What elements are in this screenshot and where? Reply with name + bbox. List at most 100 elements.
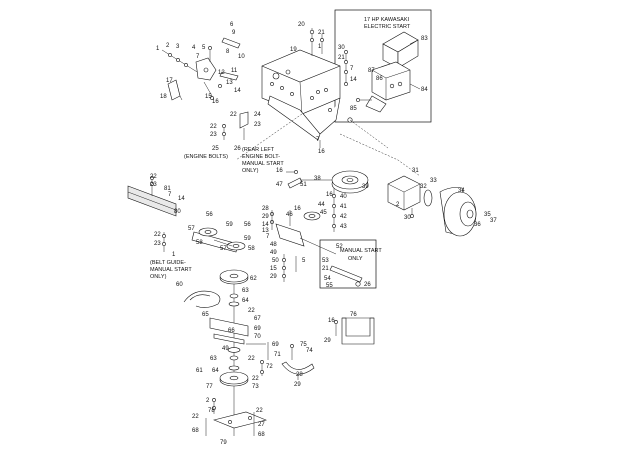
part-16-label-frame: 16 (318, 149, 325, 155)
part-79-label: 79 (220, 440, 227, 446)
part-76-label: 76 (350, 312, 357, 318)
part-73-label: 73 (252, 384, 259, 390)
part-37-label: 37 (490, 218, 497, 224)
part-14-label-g: 14 (262, 222, 269, 228)
idler-assembly (191, 227, 246, 253)
part-21-label-m: 21 (322, 266, 329, 272)
part-69-label-b: 69 (272, 342, 279, 348)
part-38-label: 38 (314, 176, 321, 182)
part-16-label: 16 (212, 99, 219, 105)
part-1-label-frame: 1 (318, 44, 322, 50)
part-59-label: 59 (226, 222, 233, 228)
part-31-label: 31 (412, 168, 419, 174)
part-8-label: 8 (226, 49, 230, 55)
part-56-label: 56 (206, 212, 213, 218)
part-45-label: 45 (320, 210, 327, 216)
part-70-label: 70 (254, 334, 261, 340)
part-65-label: 65 (202, 312, 209, 318)
part-49-label: 49 (270, 250, 277, 256)
part-14-label-inset: 14 (350, 77, 357, 83)
part-43-label: 43 (340, 224, 347, 230)
part-61-label: 61 (196, 368, 203, 374)
part-21-label-inset: 21 (338, 55, 345, 61)
part-68-label-b: 68 (258, 432, 265, 438)
part-22-label-k: 22 (192, 414, 199, 420)
part-27-label: 27 (258, 422, 265, 428)
part-62-label: 62 (250, 276, 257, 282)
part-44-label: 44 (318, 202, 325, 208)
part-6-label: 6 (230, 22, 234, 28)
part-20-label: 20 (298, 22, 305, 28)
part-55-label: 55 (326, 283, 333, 289)
part-80-label: 80 (174, 209, 181, 215)
part-47-label: 47 (276, 182, 283, 188)
part-69-label: 69 (254, 326, 261, 332)
part-26-label-m: 26 (364, 282, 371, 288)
part-23-label-c: 23 (150, 182, 157, 188)
wheel-assembly (387, 175, 477, 237)
part-16-label-g: 16 (294, 206, 301, 212)
part-22-label: 22 (210, 124, 217, 130)
part-84-label: 84 (421, 87, 428, 93)
part-5-label-g: 5 (302, 258, 306, 264)
part-87-label: 87 (368, 68, 375, 74)
part-33-label: 33 (430, 178, 437, 184)
part-19-label: 19 (290, 47, 297, 53)
part-57-label-b: 57 (220, 246, 227, 252)
part-30-label: 30 (338, 45, 345, 51)
inset-fasteners (344, 50, 372, 102)
part-59-label-b: 59 (244, 236, 251, 242)
part-5-label: 5 (202, 45, 206, 51)
part-63-label-h: 63 (210, 356, 217, 362)
part-29-label-b: 29 (294, 382, 301, 388)
part-58-label: 58 (196, 240, 203, 246)
part-85-label: 85 (350, 106, 357, 112)
part-53-label: 53 (322, 258, 329, 264)
part-66-label: 66 (228, 328, 235, 334)
kawasaki-title-line2: ELECTRIC START (364, 24, 411, 30)
part-15-label-g: 15 (270, 266, 277, 272)
part-13-label: 13 (226, 80, 233, 86)
part-16-label-p: 16 (328, 318, 335, 324)
spring-47 (287, 177, 303, 189)
belt-guide (162, 232, 166, 252)
part-2-label: 2 (166, 43, 170, 49)
part-36-label: 36 (474, 222, 481, 228)
part-30-label-w: 30 (404, 215, 411, 221)
part-23-label-d: 23 (154, 241, 161, 247)
part-48-label: 48 (270, 242, 277, 248)
pivot-bracket (334, 317, 375, 345)
part-22-label-l: 22 (256, 408, 263, 414)
starter-cover-front (397, 39, 419, 69)
part-64-label: 64 (242, 298, 249, 304)
part-7-label: 7 (196, 54, 200, 60)
manual-start-frame (319, 239, 377, 289)
part-15-label: 15 (205, 94, 212, 100)
part-22-label-h: 22 (248, 308, 255, 314)
part-54-label: 54 (324, 276, 331, 282)
belt-guard-plate (127, 176, 177, 217)
engine-bolts (222, 111, 249, 140)
part-22-label-i: 22 (248, 356, 255, 362)
part-7-label-c: 7 (168, 192, 172, 198)
part-28-label: 28 (262, 206, 269, 212)
kawasaki-inset: 17 HP KAWASAKI ELECTRIC START 30 21 7 14… (334, 9, 432, 123)
rear-left-note-1: (REAR LEFT (242, 147, 275, 153)
part-9-label: 9 (232, 30, 236, 36)
part-51-label: 51 (300, 182, 307, 188)
part-67-label: 67 (254, 316, 261, 322)
part-46-label: 46 (286, 212, 293, 218)
part-21-label: 21 (318, 30, 325, 36)
part-14-label-c: 14 (178, 196, 185, 202)
part-57-label: 57 (188, 226, 195, 232)
manual-start-inset (319, 239, 377, 289)
part-41-label: 41 (340, 204, 347, 210)
part-56-label-b: 56 (244, 222, 251, 228)
part-17-label: 17 (166, 78, 173, 84)
part-34-label: 34 (458, 188, 465, 194)
part-7-label-inset: 7 (350, 66, 354, 72)
clutch-stack (205, 284, 269, 436)
part-2-label-k: 2 (206, 398, 210, 404)
part-22-label-j: 22 (252, 376, 259, 382)
part-12-label: 12 (218, 70, 225, 76)
